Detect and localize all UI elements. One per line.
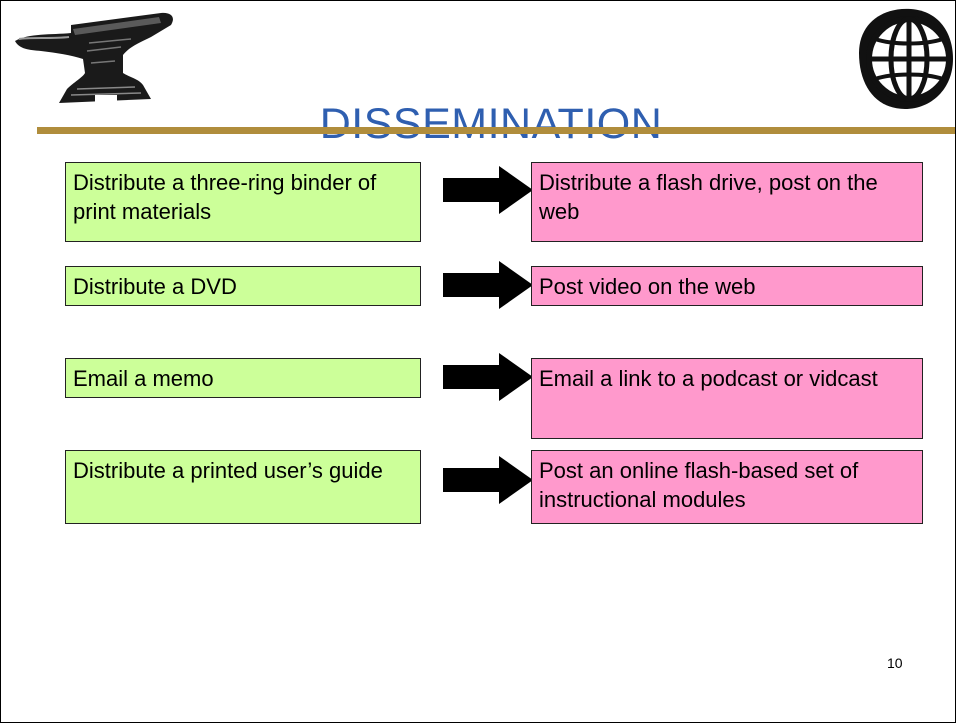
new-method-text: Post an online flash-based set of instru… bbox=[539, 458, 859, 512]
page-number: 10 bbox=[887, 655, 903, 671]
old-method-box: Distribute a printed user’s guide bbox=[65, 450, 421, 524]
old-method-text: Distribute a three-ring binder of print … bbox=[73, 170, 377, 224]
title-divider bbox=[37, 127, 955, 134]
new-method-text: Post video on the web bbox=[539, 274, 756, 299]
right-arrow-icon bbox=[443, 166, 533, 214]
right-arrow-icon bbox=[443, 261, 533, 309]
anvil-icon bbox=[15, 12, 173, 103]
old-method-text: Distribute a printed user’s guide bbox=[73, 458, 383, 483]
right-arrow-icon bbox=[443, 456, 533, 504]
new-method-box: Post an online flash-based set of instru… bbox=[531, 450, 923, 524]
new-method-text: Distribute a flash drive, post on the we… bbox=[539, 170, 878, 224]
page-title: DISSEMINATION bbox=[319, 99, 663, 148]
old-method-box: Distribute a three-ring binder of print … bbox=[65, 162, 421, 242]
old-method-text: Distribute a DVD bbox=[73, 274, 237, 299]
new-method-box: Distribute a flash drive, post on the we… bbox=[531, 162, 923, 242]
new-method-box: Post video on the web bbox=[531, 266, 923, 306]
new-method-box: Email a link to a podcast or vidcast bbox=[531, 358, 923, 439]
new-method-text: Email a link to a podcast or vidcast bbox=[539, 366, 878, 391]
old-method-text: Email a memo bbox=[73, 366, 214, 391]
old-method-box: Distribute a DVD bbox=[65, 266, 421, 306]
globe-icon bbox=[859, 8, 953, 109]
right-arrow-icon bbox=[443, 353, 533, 401]
old-method-box: Email a memo bbox=[65, 358, 421, 398]
